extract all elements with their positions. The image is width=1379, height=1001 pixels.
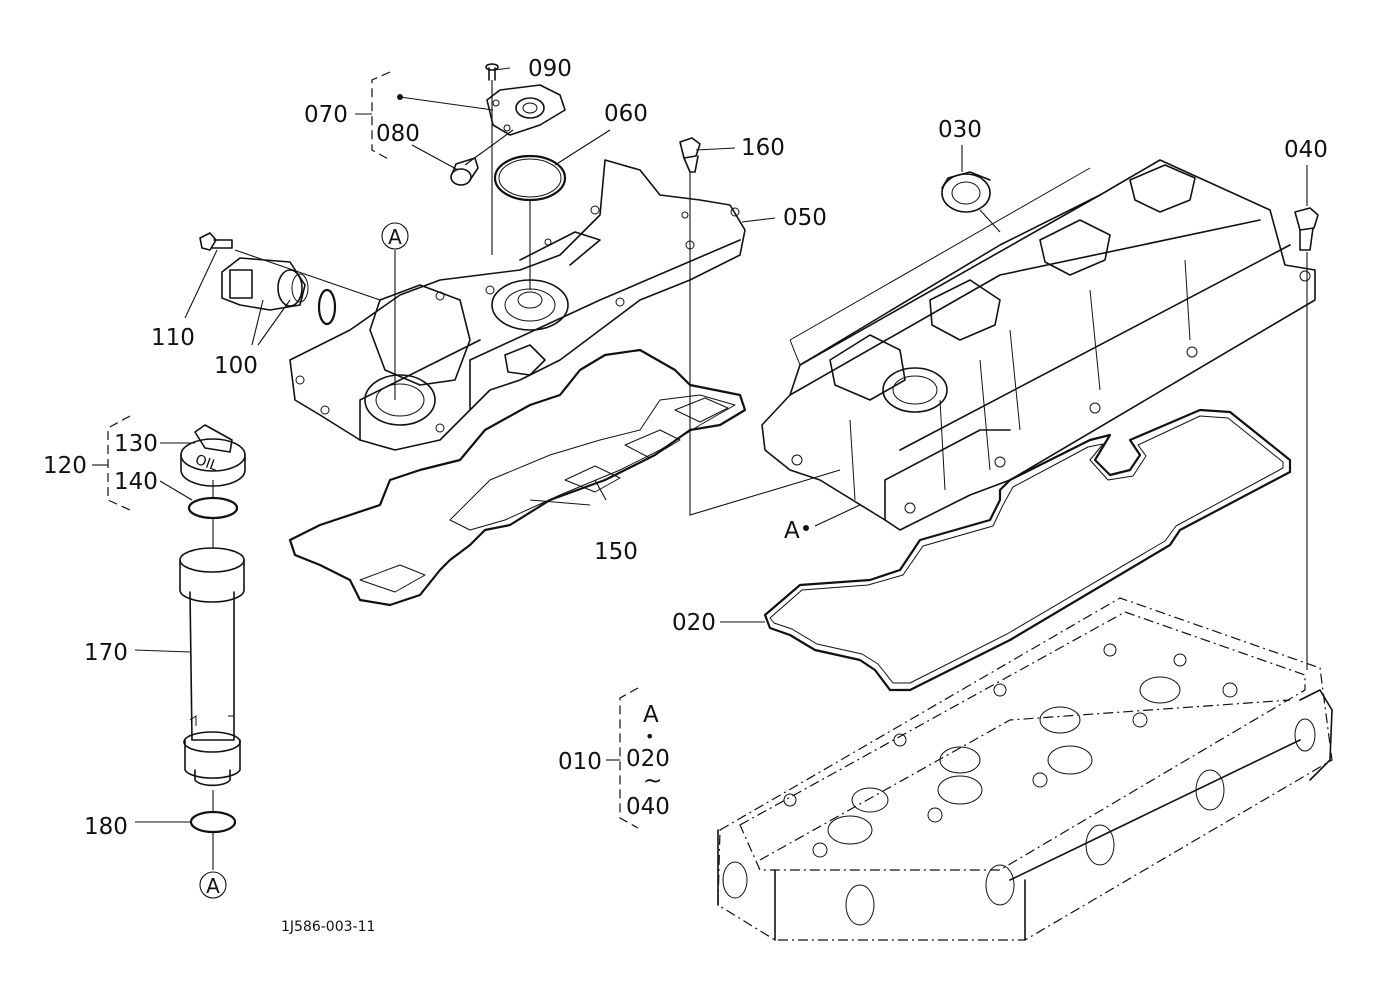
- ref-marker-top: A: [381, 222, 409, 250]
- rocker-cover-gasket-inner: [769, 415, 1284, 684]
- group-010-ref: A: [643, 702, 659, 728]
- callout-010: 010: [558, 749, 602, 775]
- callout-170: 170: [84, 640, 128, 666]
- drawing-id: 1J586-003-11: [281, 919, 375, 935]
- callouts: 090 070 080 060 160 050 030 040 110 100 …: [43, 56, 1328, 840]
- callout-100: 100: [214, 353, 258, 379]
- front-cover-body: [289, 159, 746, 451]
- cover-bolt: [679, 137, 701, 173]
- callout-080: 080: [376, 121, 420, 147]
- breather-screw: [485, 63, 499, 81]
- cover-inner-gasket: [288, 348, 747, 607]
- oil-filler-cap: OIL: [180, 424, 246, 487]
- callout-060: 060: [604, 101, 648, 127]
- pipe-o-ring: [189, 810, 237, 834]
- callout-130: 130: [114, 431, 158, 457]
- brackets: [92, 71, 639, 829]
- breather-cover: [486, 84, 566, 136]
- group-010-to: 040: [626, 794, 670, 820]
- cover-inner-gasket-frame: [449, 394, 736, 531]
- callout-120: 120: [43, 453, 87, 479]
- svg-text:A: A: [206, 874, 220, 898]
- cylinder-head-reference: [717, 597, 1333, 941]
- valve-cover-housing: [761, 159, 1316, 531]
- sensor-bolt: [199, 232, 233, 251]
- group-010-contents: A • 020 ~ 040: [626, 702, 670, 820]
- oil-filler-pipe: [179, 547, 245, 787]
- group-010-tilde: ~: [643, 768, 662, 794]
- head-cover-bolt: [1294, 207, 1319, 251]
- oil-cap-marking: OIL: [193, 452, 220, 475]
- ref-marker-cover: A: [784, 518, 800, 544]
- rocker-cover-gasket: [763, 408, 1292, 692]
- group-010-from: 020: [626, 746, 670, 772]
- breather-plug: [450, 157, 479, 186]
- callout-140: 140: [114, 469, 158, 495]
- callout-090: 090: [528, 56, 572, 82]
- callout-020: 020: [672, 610, 716, 636]
- ref-marker-bottom: A: [199, 871, 227, 899]
- callout-110: 110: [151, 325, 195, 351]
- callout-070: 070: [304, 102, 348, 128]
- callout-180: 180: [84, 814, 128, 840]
- cap-o-ring: [187, 496, 239, 520]
- callout-040: 040: [1284, 137, 1328, 163]
- leader-lines: [134, 67, 1308, 823]
- breather-o-ring: [493, 154, 567, 202]
- group-010-dot: •: [645, 727, 654, 746]
- sensor-o-ring: [317, 288, 337, 326]
- svg-text:A: A: [388, 225, 402, 249]
- sensor-assembly: [221, 257, 309, 311]
- oil-seal: [941, 171, 991, 213]
- callout-050: 050: [783, 205, 827, 231]
- callout-030: 030: [938, 117, 982, 143]
- callout-150: 150: [594, 539, 638, 565]
- callout-160: 160: [741, 135, 785, 161]
